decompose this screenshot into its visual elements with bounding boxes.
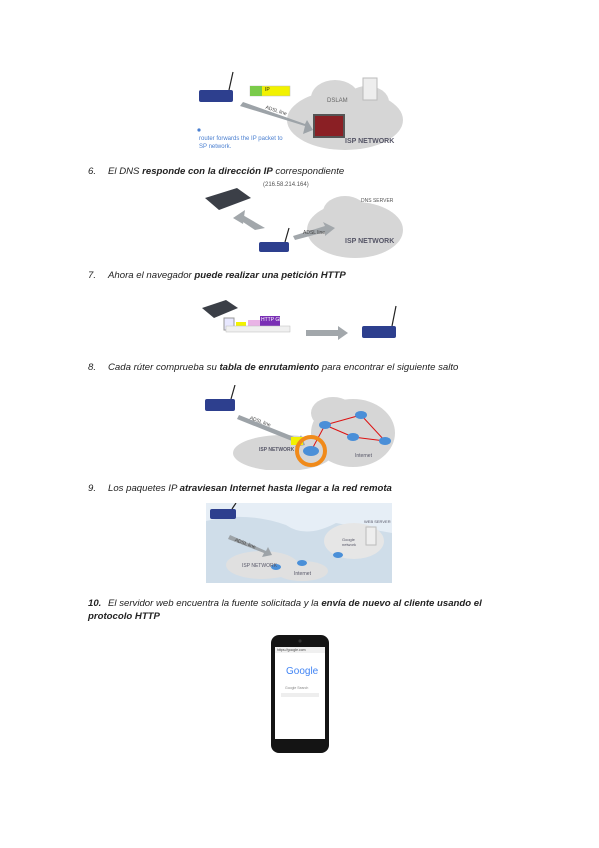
list-item-8: 8.Cada rúter comprueba su tabla de enrut… xyxy=(88,362,459,373)
isp-label: ISP NETWORK xyxy=(345,238,395,245)
router-caption-line: router forwards the IP packet to xyxy=(199,136,283,142)
http-get-label: HTTP GET xyxy=(261,317,286,323)
ip-address: (216.58.214.164) xyxy=(263,182,309,188)
list-item-6: 6.El DNS responde con la dirección IP co… xyxy=(88,166,345,177)
item-number: 8. xyxy=(88,362,97,373)
item-number: 6. xyxy=(88,166,97,177)
figure-routing-table: ADSL line ISP NETWORK Internet xyxy=(203,385,395,470)
figure-router-to-isp: router forwards the IP packet to SP netw… xyxy=(195,68,403,156)
figure-phone-google: https://google.com Google Google Search xyxy=(269,633,331,755)
figure-internet-traversal: ADSL line ISP NETWORK Internet Google ne… xyxy=(206,503,392,583)
figure-dns-response: (216.58.214.164) DNS SERVER ISP NETWORK … xyxy=(195,180,403,265)
list-item-10: 10.El servidor web encuentra la fuente s… xyxy=(88,598,482,622)
item-number: 10. xyxy=(88,598,102,609)
internet-label: Internet xyxy=(294,571,311,577)
router-caption-line: SP network. xyxy=(199,144,232,150)
dns-server-label: DNS SERVER xyxy=(361,198,394,204)
isp-label: ISP NETWORK xyxy=(242,563,277,569)
internet-label: Internet xyxy=(355,453,372,459)
adsl-label: ADSL line xyxy=(303,230,326,236)
dslam-label: DSLAM xyxy=(327,98,348,104)
item-number: 7. xyxy=(88,270,97,281)
figure-http-request: HTTP GET xyxy=(198,296,403,354)
ip-packet-label: IP xyxy=(265,87,270,93)
url-bar: https://google.com xyxy=(277,648,306,652)
list-item-9: 9.Los paquetes IP atraviesan Internet ha… xyxy=(88,483,392,494)
item-number: 9. xyxy=(88,483,97,494)
isp-label: ISP NETWORK xyxy=(259,447,295,453)
google-network-label: Google network xyxy=(342,537,357,547)
list-item-7: 7.Ahora el navegador puede realizar una … xyxy=(88,270,346,281)
google-logo: Google xyxy=(286,666,319,677)
isp-label: ISP NETWORK xyxy=(345,138,395,145)
web-server-label: WEB SERVER xyxy=(364,519,391,524)
search-label: Google Search xyxy=(285,686,309,690)
